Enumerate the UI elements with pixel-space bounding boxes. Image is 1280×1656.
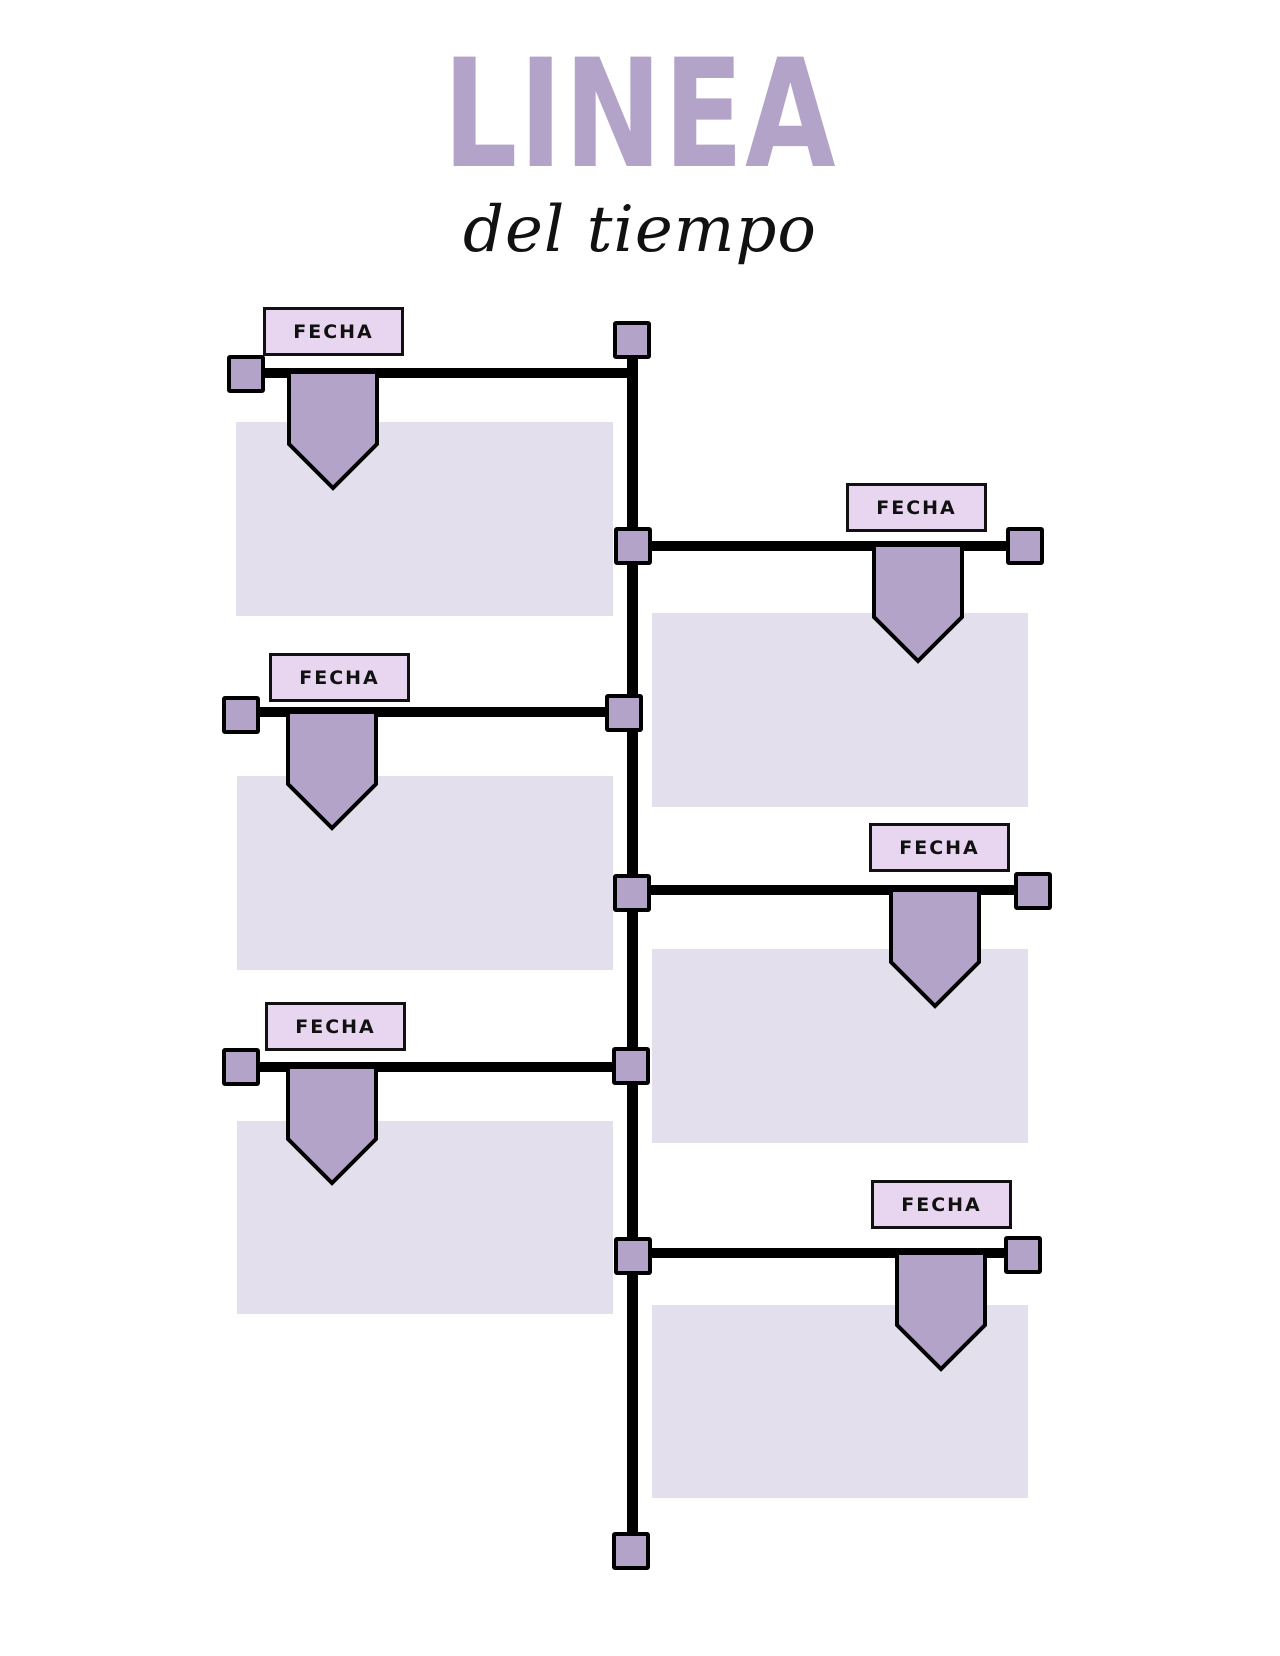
event-3-date-label[interactable]: FECHA bbox=[269, 653, 410, 702]
event-4-content-box[interactable] bbox=[652, 949, 1028, 1143]
event-2-pennant-icon bbox=[871, 545, 965, 667]
event-2-spine-node bbox=[614, 527, 652, 565]
event-6-spine-node bbox=[614, 1237, 652, 1275]
event-3-pennant-icon bbox=[285, 712, 379, 834]
event-2-branch-line bbox=[633, 541, 1025, 551]
event-3-spine-node bbox=[605, 694, 643, 732]
event-6-date-label[interactable]: FECHA bbox=[871, 1180, 1012, 1229]
event-6-end-node bbox=[1004, 1236, 1042, 1274]
timeline-end-node bbox=[612, 1532, 650, 1570]
event-5-pennant-icon bbox=[285, 1067, 379, 1189]
event-3-content-box[interactable] bbox=[237, 776, 613, 970]
event-5-branch-line bbox=[240, 1062, 630, 1072]
page-title: LINEA bbox=[442, 28, 838, 202]
event-2-date-label[interactable]: FECHA bbox=[846, 483, 987, 532]
event-3-end-node bbox=[222, 696, 260, 734]
event-4-date-label[interactable]: FECHA bbox=[869, 823, 1010, 872]
event-5-end-node bbox=[222, 1048, 260, 1086]
event-2-end-node bbox=[1006, 527, 1044, 565]
event-3-branch-line bbox=[240, 707, 628, 717]
event-4-spine-node bbox=[613, 874, 651, 912]
event-4-branch-line bbox=[633, 885, 1033, 895]
event-6-branch-line bbox=[633, 1248, 1023, 1258]
timeline-start-node bbox=[613, 321, 651, 359]
event-5-date-label[interactable]: FECHA bbox=[265, 1002, 406, 1051]
event-1-date-label[interactable]: FECHA bbox=[263, 307, 404, 356]
event-5-spine-node bbox=[612, 1047, 650, 1085]
event-4-end-node bbox=[1014, 872, 1052, 910]
event-1-pennant-icon bbox=[286, 372, 380, 494]
event-2-content-box[interactable] bbox=[652, 613, 1028, 807]
timeline-spine bbox=[627, 340, 638, 1552]
event-4-pennant-icon bbox=[888, 890, 982, 1012]
event-1-branch-line bbox=[245, 368, 633, 378]
page-subtitle: del tiempo bbox=[463, 193, 817, 267]
event-1-end-node bbox=[227, 355, 265, 393]
event-6-pennant-icon bbox=[894, 1253, 988, 1375]
